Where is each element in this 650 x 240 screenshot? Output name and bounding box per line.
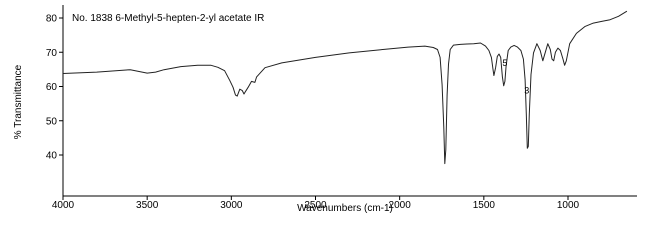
peak-annotation-label: 3 bbox=[524, 85, 529, 95]
y-tick-label: 80 bbox=[46, 14, 58, 25]
y-axis-label: % Transmittance bbox=[13, 64, 24, 139]
x-tick-label: 3000 bbox=[220, 200, 243, 211]
peak-annotations: 53 bbox=[502, 58, 529, 95]
x-tick-label: 2000 bbox=[389, 200, 412, 211]
peak-annotation-label: 5 bbox=[502, 58, 507, 68]
x-axis: 4000 3500 3000 2500 2000 1500 1000 bbox=[52, 196, 580, 211]
y-axis: 80 70 60 50 40 bbox=[46, 14, 63, 162]
x-axis-label: Wavenumbers (cm-1) bbox=[297, 203, 393, 214]
x-tick-label: 1000 bbox=[557, 200, 580, 211]
x-tick-label: 4000 bbox=[52, 200, 75, 211]
y-tick-label: 60 bbox=[46, 82, 58, 93]
x-tick-label: 2500 bbox=[304, 200, 327, 211]
y-tick-label: 70 bbox=[46, 48, 58, 59]
plot-frame bbox=[62, 5, 637, 197]
x-tick-label: 3500 bbox=[136, 200, 159, 211]
x-tick-label: 1500 bbox=[473, 200, 496, 211]
chart-title: No. 1838 6-Methyl-5-hepten-2-yl acetate … bbox=[72, 13, 264, 24]
y-tick-label: 40 bbox=[46, 151, 58, 162]
y-tick-label: 50 bbox=[46, 116, 58, 127]
series-line bbox=[62, 10, 628, 165]
